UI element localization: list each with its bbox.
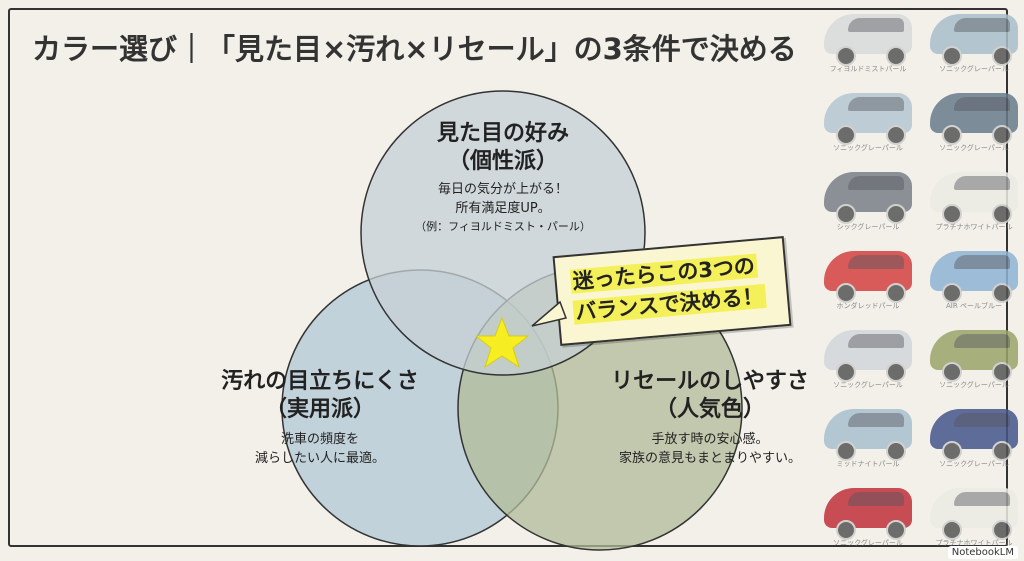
car-window bbox=[848, 97, 904, 111]
car-window bbox=[848, 255, 904, 269]
car-swatch: プラチナホワイトパール bbox=[924, 158, 1024, 237]
car-color-grid: フィヨルドミストパールソニックグレーパールソニックグレーパールソニックグレーパー… bbox=[818, 0, 1024, 561]
car-wheel bbox=[992, 283, 1012, 303]
car-wheel bbox=[992, 520, 1012, 540]
car-wheel bbox=[992, 441, 1012, 461]
callout-pointer bbox=[531, 300, 568, 327]
car-wheel bbox=[886, 283, 906, 303]
car-swatch: ソニックグレーパール bbox=[924, 79, 1024, 158]
car-wheel bbox=[992, 362, 1012, 382]
car-window bbox=[954, 413, 1010, 427]
left-line2: 減らしたい人に最適。 bbox=[254, 451, 385, 466]
top-heading: 見た目の好み bbox=[436, 121, 569, 146]
car-wheel bbox=[886, 46, 906, 66]
left-sub: （実用派） bbox=[264, 397, 375, 422]
car-wheel bbox=[886, 520, 906, 540]
car-swatch: フィヨルドミストパール bbox=[818, 0, 918, 79]
car-color-label: プラチナホワイトパール bbox=[935, 223, 1013, 231]
car-color-label: シックグレーパール bbox=[836, 223, 900, 231]
car-window bbox=[954, 176, 1010, 190]
car-wheel bbox=[886, 362, 906, 382]
car-wheel bbox=[942, 46, 962, 66]
car-swatch: ソニックグレーパール bbox=[924, 316, 1024, 395]
car-swatch: ホンダレッドパール bbox=[818, 237, 918, 316]
car-color-label: ミッドナイトパール bbox=[836, 460, 900, 468]
car-wheel bbox=[836, 46, 856, 66]
car-swatch: プラチナホワイトパール bbox=[924, 474, 1024, 553]
car-window bbox=[848, 492, 904, 506]
car-color-label: ソニックグレーパール bbox=[939, 460, 1009, 468]
car-wheel bbox=[836, 362, 856, 382]
car-wheel bbox=[942, 441, 962, 461]
right-line1: 手放す時の安心感。 bbox=[651, 432, 769, 447]
car-wheel bbox=[942, 125, 962, 145]
right-circle-text: リセールのしやすさ （人気色） 手放す時の安心感。 家族の意見もまとまりやすい。 bbox=[580, 368, 840, 468]
car-color-label: ソニックグレーパール bbox=[939, 65, 1009, 73]
right-heading: リセールのしやすさ bbox=[611, 369, 809, 394]
car-wheel bbox=[836, 441, 856, 461]
car-window bbox=[954, 334, 1010, 348]
car-wheel bbox=[992, 46, 1012, 66]
left-heading: 汚れの目立ちにくさ bbox=[221, 369, 419, 394]
car-window bbox=[848, 18, 904, 32]
car-swatch: ミッドナイトパール bbox=[818, 395, 918, 474]
car-wheel bbox=[836, 283, 856, 303]
car-wheel bbox=[886, 204, 906, 224]
slide-title: カラー選び｜「見た目×汚れ×リセール」の3条件で決める bbox=[32, 32, 797, 66]
top-line1: 毎日の気分が上がる！ bbox=[437, 182, 568, 197]
car-swatch: ソニックグレーパール bbox=[924, 395, 1024, 474]
car-window bbox=[954, 492, 1010, 506]
car-window bbox=[848, 176, 904, 190]
left-line1: 洗車の頻度を bbox=[280, 432, 359, 447]
right-line2: 家族の意見もまとまりやすい。 bbox=[618, 451, 801, 466]
car-swatch: AIR ペールブルー bbox=[924, 237, 1024, 316]
car-wheel bbox=[942, 362, 962, 382]
car-color-label: フィヨルドミストパール bbox=[829, 65, 907, 73]
car-color-label: ソニックグレーパール bbox=[833, 381, 903, 389]
car-wheel bbox=[836, 204, 856, 224]
car-swatch: ソニックグレーパール bbox=[924, 0, 1024, 79]
car-color-label: プラチナホワイトパール bbox=[935, 539, 1013, 547]
car-window bbox=[954, 18, 1010, 32]
car-wheel bbox=[886, 125, 906, 145]
top-line2: 所有満足度UP。 bbox=[455, 201, 551, 216]
car-color-label: ソニックグレーパール bbox=[939, 144, 1009, 152]
car-color-label: ソニックグレーパール bbox=[833, 144, 903, 152]
car-swatch: ソニックグレーパール bbox=[818, 316, 918, 395]
car-color-label: ホンダレッドパール bbox=[836, 302, 900, 310]
star-icon bbox=[474, 316, 530, 369]
car-wheel bbox=[836, 125, 856, 145]
car-window bbox=[954, 97, 1010, 111]
car-swatch: ソニックグレーパール bbox=[818, 79, 918, 158]
car-wheel bbox=[942, 283, 962, 303]
car-wheel bbox=[992, 125, 1012, 145]
car-swatch: ソニックグレーパール bbox=[818, 474, 918, 553]
car-wheel bbox=[886, 441, 906, 461]
right-sub: （人気色） bbox=[654, 397, 765, 422]
top-sub: （個性派） bbox=[447, 149, 558, 174]
car-wheel bbox=[942, 520, 962, 540]
top-circle-text: 見た目の好み （個性派） 毎日の気分が上がる！ 所有満足度UP。 （例：フィヨル… bbox=[403, 120, 603, 235]
notebooklm-badge: NotebookLM bbox=[947, 546, 1018, 559]
car-window bbox=[848, 413, 904, 427]
car-color-label: ソニックグレーパール bbox=[939, 381, 1009, 389]
car-window bbox=[848, 334, 904, 348]
top-note: （例：フィヨルドミスト・パール） bbox=[415, 220, 591, 233]
car-wheel bbox=[942, 204, 962, 224]
car-color-label: AIR ペールブルー bbox=[946, 302, 1002, 310]
car-color-label: ソニックグレーパール bbox=[833, 539, 903, 547]
left-circle-text: 汚れの目立ちにくさ （実用派） 洗車の頻度を 減らしたい人に最適。 bbox=[195, 368, 445, 468]
car-window bbox=[954, 255, 1010, 269]
car-wheel bbox=[836, 520, 856, 540]
car-swatch: シックグレーパール bbox=[818, 158, 918, 237]
car-wheel bbox=[992, 204, 1012, 224]
